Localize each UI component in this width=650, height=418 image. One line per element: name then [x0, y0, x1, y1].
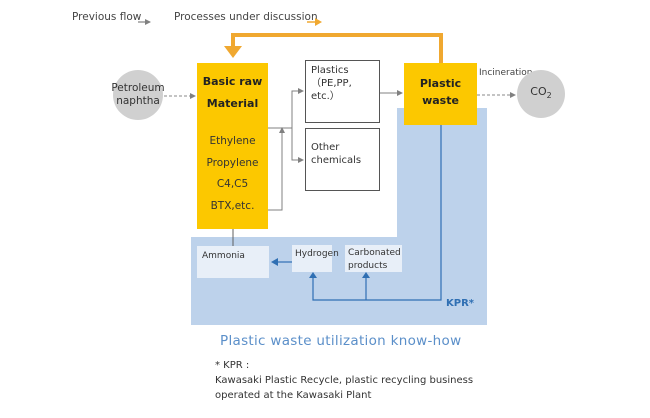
ammonia-label: Ammonia [202, 251, 245, 261]
hydrogen-label: Hydrogen [295, 249, 339, 259]
raw-material-title-line2: Material [206, 97, 259, 110]
legend-previous-flow-label: Previous flow [72, 11, 142, 23]
footnote: * KPR : Kawasaki Plastic Recycle, plasti… [215, 358, 473, 403]
other-chemicals-line1: Other [311, 142, 340, 153]
plastics-label-line2: （PE,PP, etc.） [311, 78, 352, 102]
other-chemicals-node: Other chemicals [305, 128, 380, 191]
co2-node: CO2 [517, 70, 565, 118]
kpr-area-right [397, 108, 487, 243]
kpr-caption: Plastic waste utilization know-how [220, 333, 462, 349]
footnote-line1: Kawasaki Plastic Recycle, plastic recycl… [215, 375, 474, 386]
kpr-flow-line [312, 125, 442, 301]
carbonated-products-node: Carbonated products [345, 245, 402, 272]
raw-item-c4c5: C4,C5 [216, 178, 249, 190]
carbonated-line2: products [348, 261, 388, 271]
plastics-node: Plastics （PE,PP, etc.） [305, 60, 380, 123]
raw-item-propylene: Propylene [206, 156, 259, 169]
footnote-line2: operated at the Kawasaki Plant [215, 390, 372, 401]
kpr-label: KPR* [446, 298, 475, 309]
hydrogen-node: Hydrogen [292, 245, 339, 272]
incineration-label: Incineration [479, 68, 533, 78]
bracket-up-arrow [279, 127, 285, 133]
raw-material-title-line1: Basic raw [202, 75, 263, 88]
petroleum-label-line1: Petroleum [111, 82, 165, 94]
footnote-title: * KPR : [215, 360, 250, 371]
plastic-waste-node: Plastic waste [404, 63, 477, 125]
legend-orange-arrow [307, 18, 322, 26]
raw-to-products-bracket [268, 128, 283, 211]
basic-raw-material-node: Basic raw Material Ethylene Propylene C4… [197, 63, 268, 229]
raw-item-btx: BTX,etc. [210, 199, 255, 212]
petroleum-naphtha-node: Petroleum naphtha [111, 70, 165, 120]
plastic-waste-line1: Plastic [419, 77, 462, 90]
legend-previous-flow: Previous flow [72, 11, 141, 23]
other-chemicals-line2: chemicals [311, 155, 362, 166]
plastics-label-line1: Plastics [311, 65, 349, 76]
carbonated-line1: Carbonated [348, 248, 401, 258]
raw-item-ethylene: Ethylene [209, 135, 256, 147]
legend-discussion-label: Processes under discussion [174, 11, 318, 23]
ammonia-node: Ammonia [197, 246, 269, 278]
petroleum-label-line2: naphtha [116, 95, 160, 107]
co2-subscript: 2 [546, 91, 552, 101]
plastic-waste-line2: waste [422, 94, 459, 107]
orange-recycle-loop [224, 33, 443, 63]
co2-label: CO [530, 85, 547, 99]
legend-processes-under-discussion: Processes under discussion [174, 11, 318, 23]
